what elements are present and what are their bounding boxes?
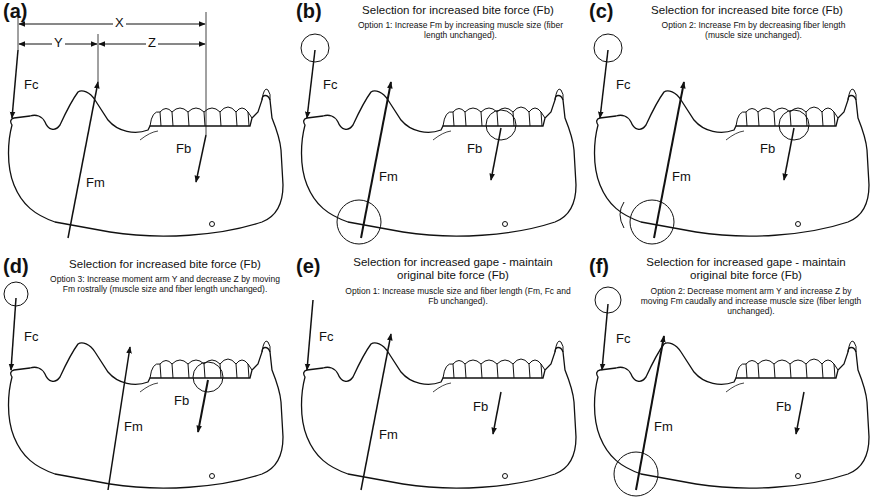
- force-label: Fc: [24, 78, 38, 92]
- mandible: [9, 341, 284, 488]
- force-arrow: [654, 82, 684, 238]
- option-text: Option 1: Increase Fm by increasing musc…: [353, 20, 568, 40]
- extension-line: [98, 34, 99, 82]
- force-arrow: [600, 50, 608, 118]
- force-arrow: [493, 392, 501, 434]
- option-text: Option 2: Increase Fm by decreasing fibe…: [646, 20, 861, 40]
- force-arrow: [361, 82, 391, 238]
- force-label: Fb: [760, 142, 775, 156]
- extension-line: [206, 12, 207, 135]
- option-text: Option 3: Increase moment arm Y and decr…: [45, 274, 285, 294]
- panel-letter: (d): [3, 255, 29, 277]
- panel-title: Selection for increased gape - maintain …: [343, 256, 563, 282]
- force-arrow: [491, 128, 501, 180]
- force-label: Fc: [616, 332, 630, 346]
- force-label: Fc: [24, 330, 38, 344]
- force-arrow: [307, 50, 315, 118]
- force-label: Fc: [323, 78, 337, 92]
- force-label: Fm: [672, 170, 691, 184]
- panel-c: [594, 34, 869, 244]
- force-arrow: [602, 304, 608, 370]
- option-text: Option 2: Decrease moment arm Y and incr…: [636, 286, 866, 317]
- option-text: Option 1: Increase muscle size and fiber…: [343, 286, 573, 306]
- panel-title: Selection for increased gape - maintain …: [636, 256, 856, 282]
- panel-title: Selection for increased bite force (Fb): [40, 258, 290, 271]
- panel-d: [4, 282, 283, 490]
- force-arrow: [12, 50, 18, 118]
- panel-letter: (b): [296, 0, 322, 22]
- highlight-circle: [486, 110, 516, 140]
- dimension-label: X: [113, 16, 126, 30]
- mandible: [302, 89, 577, 236]
- force-label: Fb: [467, 142, 482, 156]
- force-label: Fm: [86, 176, 105, 190]
- force-label: Fc: [319, 330, 333, 344]
- dimension-line: [19, 24, 205, 25]
- panel-e: [302, 300, 577, 490]
- force-label: Fm: [654, 420, 673, 434]
- panel-title: Selection for increased bite force (Fb): [333, 4, 583, 17]
- panel-f: [595, 287, 870, 496]
- force-arrow: [198, 380, 208, 432]
- dimension-label: Y: [52, 36, 65, 50]
- panel-letter: (f): [589, 255, 609, 277]
- force-label: Fm: [379, 428, 398, 442]
- highlight-circle: [779, 110, 809, 140]
- panel-title: Selection for increased bite force (Fb): [622, 4, 872, 17]
- force-label: Fb: [176, 142, 191, 156]
- force-arrow: [11, 298, 16, 370]
- panel-letter: (a): [3, 0, 27, 22]
- force-label: Fb: [174, 394, 189, 408]
- force-arrow: [361, 334, 391, 490]
- force-arrow: [796, 392, 804, 434]
- force-label: Fb: [473, 400, 488, 414]
- mandible: [595, 341, 870, 488]
- fiber-arc: [620, 202, 624, 228]
- force-label: Fm: [124, 420, 143, 434]
- highlight-circle: [301, 34, 329, 62]
- dimension-label: Z: [146, 36, 158, 50]
- mandible: [302, 341, 577, 488]
- force-arrow: [784, 128, 794, 180]
- force-label: Fm: [379, 170, 398, 184]
- panel-letter: (c): [589, 0, 613, 22]
- force-arrow: [196, 135, 206, 182]
- highlight-circle: [630, 200, 674, 244]
- force-arrow: [307, 300, 313, 370]
- highlight-circle: [337, 200, 381, 244]
- highlight-circle: [594, 34, 622, 62]
- force-arrow: [636, 336, 664, 490]
- panel-letter: (e): [296, 255, 320, 277]
- mandible: [595, 89, 870, 236]
- force-label: Fc: [616, 78, 630, 92]
- force-arrow: [108, 347, 130, 490]
- highlight-circle: [193, 362, 223, 392]
- force-label: Fb: [776, 400, 791, 414]
- force-arrow: [68, 82, 98, 238]
- panel-b: [301, 34, 576, 244]
- mandible: [9, 89, 284, 236]
- panel-a: [9, 12, 284, 238]
